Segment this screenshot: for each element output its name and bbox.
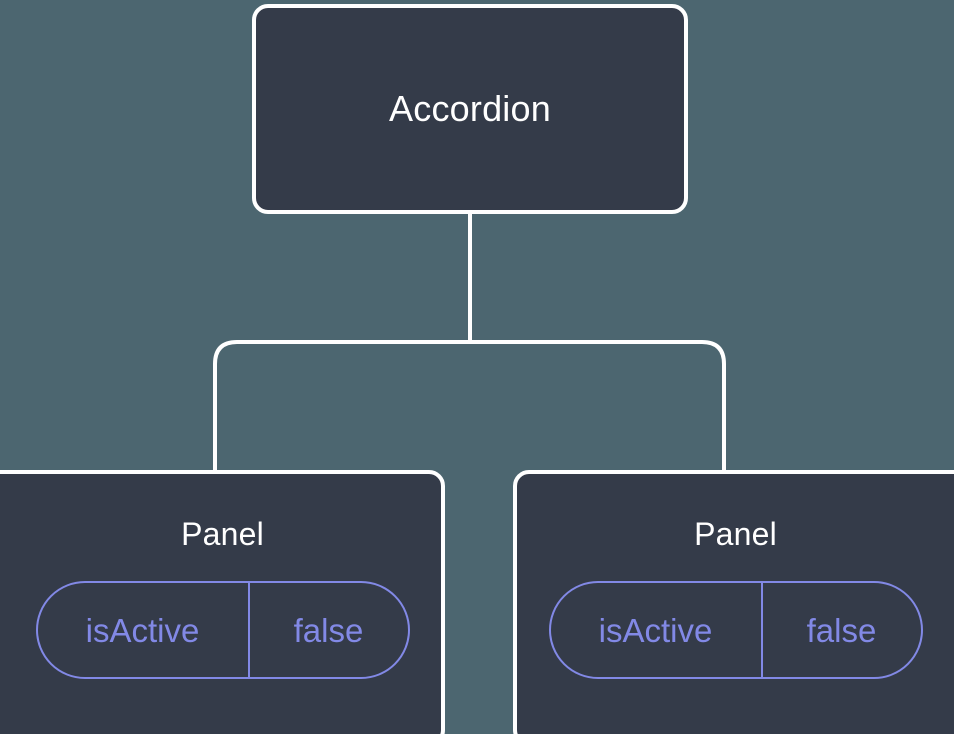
connector-branch-right xyxy=(470,340,726,472)
tree-node-panel-1[interactable]: Panel isActive false xyxy=(513,470,954,734)
panel-content: Panel isActive false xyxy=(0,518,445,679)
tree-node-panel-0[interactable]: Panel isActive false xyxy=(0,470,445,734)
state-badge[interactable]: isActive false xyxy=(35,581,410,679)
state-badge[interactable]: isActive false xyxy=(548,581,923,679)
state-key: isActive xyxy=(551,583,763,677)
tree-node-accordion[interactable]: Accordion xyxy=(252,4,688,214)
node-title: Accordion xyxy=(389,88,551,129)
node-title: Panel xyxy=(181,516,264,552)
panel-content: Panel isActive false xyxy=(513,518,954,679)
state-value: false xyxy=(293,611,364,649)
node-title: Panel xyxy=(694,516,777,552)
state-value: false xyxy=(806,611,877,649)
state-key: isActive xyxy=(38,583,250,677)
connector-branch-left xyxy=(213,340,470,472)
